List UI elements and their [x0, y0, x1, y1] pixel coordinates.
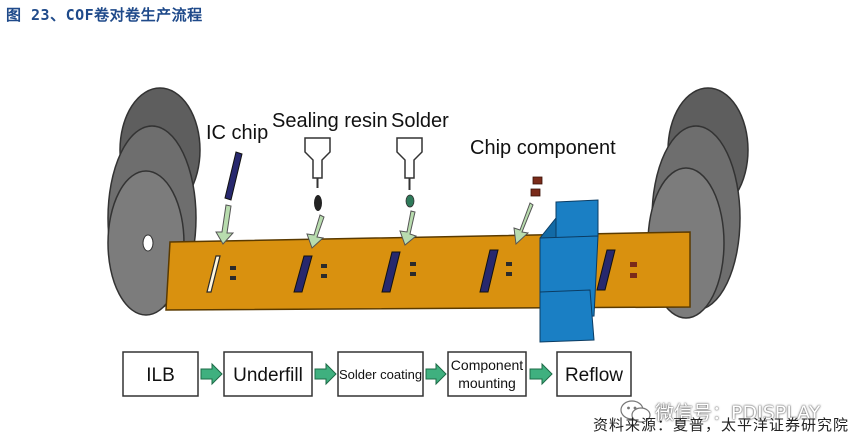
step-box-solder-coating	[337, 351, 424, 397]
chip-component-parts	[530, 176, 543, 197]
step-arrow-2	[314, 362, 337, 386]
reflow-furnace	[539, 199, 599, 343]
sealing-resin-dispenser	[304, 137, 331, 211]
cof-tape	[165, 231, 691, 311]
process-steps: ILB Underfill Solder coating Component m…	[122, 351, 632, 397]
step-label-underfill: Underfill	[233, 365, 303, 386]
step-arrow-1	[200, 362, 223, 386]
step-label-component-mounting-1: Component	[451, 357, 523, 373]
solder-dispenser	[396, 137, 423, 208]
ic-chip-tool	[224, 151, 243, 201]
figure-source: 资料来源：夏普，太平洋证券研究院	[592, 416, 849, 434]
step-arrows	[200, 362, 553, 386]
figure-title: 图 23、COF卷对卷生产流程	[6, 6, 203, 24]
pointer-arrows	[215, 202, 534, 249]
step-box-underfill	[223, 351, 313, 397]
wechat-icon	[620, 400, 651, 423]
step-label-solder-coating: Solder coating	[339, 367, 422, 382]
tape-chips	[206, 249, 637, 293]
step-arrow-4	[529, 362, 553, 386]
step-box-component-mounting	[447, 351, 527, 397]
step-box-ilb	[122, 351, 199, 397]
watermark: 微信号：PDISPLAY	[615, 396, 865, 426]
step-box-reflow	[556, 351, 632, 397]
label-chip-component: Chip component	[470, 137, 616, 159]
step-label-reflow: Reflow	[565, 365, 623, 386]
step-label-component-mounting-2: mounting	[458, 375, 516, 391]
step-arrow-3	[425, 362, 447, 386]
step-label-ilb: ILB	[146, 365, 175, 386]
label-sealing-resin: Sealing resin	[272, 110, 388, 132]
label-solder: Solder	[391, 110, 449, 132]
watermark-text: 微信号：PDISPLAY	[655, 402, 821, 424]
label-ic-chip: IC chip	[206, 122, 268, 144]
